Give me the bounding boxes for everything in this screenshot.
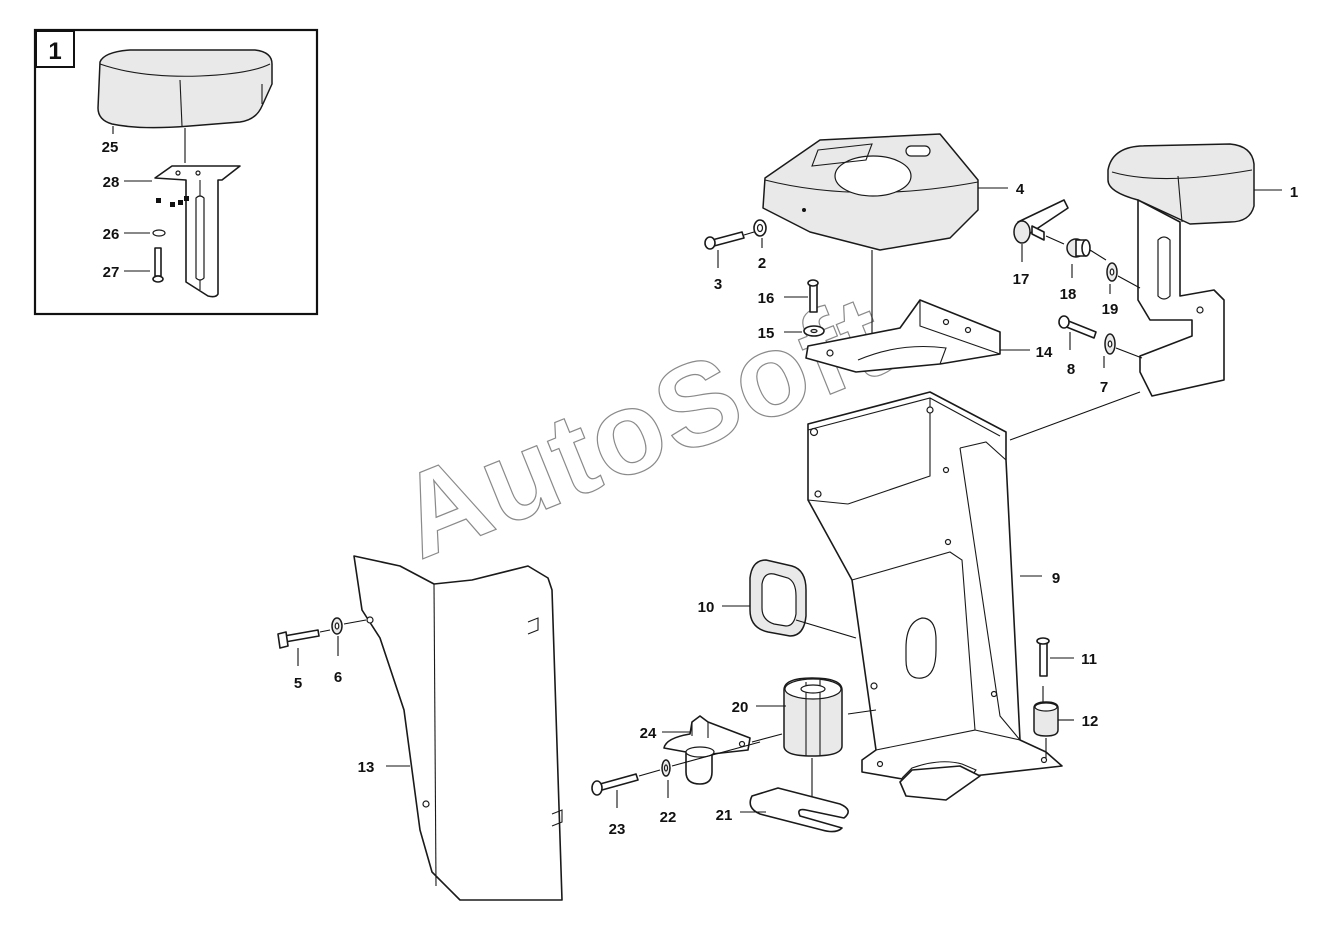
inset-frame <box>33 28 319 316</box>
callout-7: 7 <box>1100 379 1108 396</box>
callout-16: 16 <box>758 290 775 307</box>
callout-22: 22 <box>660 809 677 826</box>
sleeve-bolt <box>591 741 761 796</box>
fork-shim <box>749 787 849 833</box>
mounting-plate <box>805 299 1001 373</box>
callout-24: 24 <box>640 725 657 742</box>
split-sleeve <box>783 677 843 757</box>
callout-8: 8 <box>1067 361 1075 378</box>
callout-21: 21 <box>716 807 733 824</box>
callout-27: 27 <box>103 264 120 281</box>
inset-armrest-bracket <box>154 165 241 298</box>
column-frame <box>807 391 1063 801</box>
callout-13: 13 <box>358 759 375 776</box>
callout-9: 9 <box>1052 570 1060 587</box>
callout-12: 12 <box>1082 713 1099 730</box>
adjust-lever <box>1013 199 1069 244</box>
callout-20: 20 <box>732 699 749 716</box>
callout-28: 28 <box>103 174 120 191</box>
armrest-cushion <box>1107 143 1255 225</box>
callout-15: 15 <box>758 325 775 342</box>
side-panel <box>353 555 563 901</box>
grommet <box>749 559 807 637</box>
callout-3: 3 <box>714 276 722 293</box>
callout-17: 17 <box>1013 271 1030 288</box>
armrest-bracket <box>1137 199 1225 397</box>
callout-1: 1 <box>1290 184 1298 201</box>
panel-bolt <box>277 617 367 649</box>
callout-26: 26 <box>103 226 120 243</box>
clamp <box>663 715 751 785</box>
inset-tag-label: 1 <box>48 38 61 65</box>
top-cover <box>762 133 979 251</box>
inset-variant-1: 1 25 <box>33 28 319 316</box>
callout-25: 25 <box>102 139 119 156</box>
knob-spacer <box>1066 238 1091 258</box>
base-bolt <box>1036 637 1050 677</box>
inset-nuts <box>152 196 189 237</box>
plate-bolt <box>803 279 825 337</box>
callout-14: 14 <box>1036 344 1053 361</box>
callout-4: 4 <box>1016 181 1025 198</box>
inset-bolt <box>152 247 164 283</box>
callout-11: 11 <box>1081 651 1097 668</box>
bracket-bolt <box>1058 315 1116 355</box>
callout-5: 5 <box>294 675 302 692</box>
callout-23: 23 <box>609 821 626 838</box>
callout-2: 2 <box>758 255 766 272</box>
knob-washer <box>1106 262 1118 282</box>
cover-screw <box>704 219 767 250</box>
inset-tag-box <box>35 30 75 68</box>
callout-10: 10 <box>698 599 715 616</box>
base-spacer <box>1033 701 1059 737</box>
callout-6: 6 <box>334 669 342 686</box>
callout-19: 19 <box>1102 301 1119 318</box>
callout-18: 18 <box>1060 286 1077 303</box>
inset-armrest-cushion <box>97 49 273 129</box>
